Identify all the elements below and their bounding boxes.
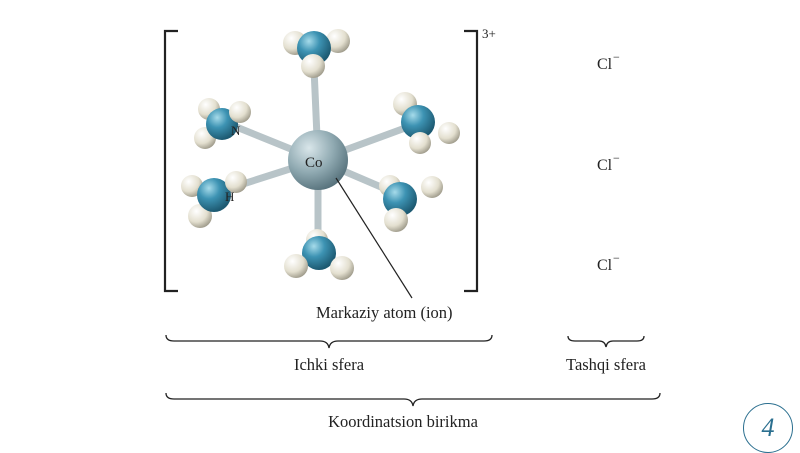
svg-text:Cl: Cl: [597, 157, 613, 174]
hydrogen-label: H: [225, 189, 234, 204]
central-atom-symbol: Co: [305, 155, 323, 171]
inner-sphere-label: Ichki sfera: [294, 355, 365, 374]
outer-sphere-label: Tashqi sfera: [566, 355, 647, 374]
nitrogen-label: N: [231, 123, 241, 138]
outer-ion-3: Cl −: [597, 251, 620, 274]
central-atom-pointer: [335, 177, 413, 299]
right-bracket: [464, 29, 479, 293]
coordination-compound-label: Koordinatsion birikma: [328, 412, 479, 431]
complex-charge: 3+: [482, 26, 496, 41]
central-atom-caption: Markaziy atom (ion): [316, 303, 453, 322]
outer-sphere-brace: [567, 335, 645, 348]
ammonia-ligand-upper-left: N: [194, 98, 251, 149]
outer-ion-2: Cl −: [597, 151, 620, 174]
inner-sphere-brace: [165, 334, 493, 349]
coordination-compound-brace: [165, 392, 661, 407]
svg-text:−: −: [613, 50, 620, 64]
svg-text:−: −: [613, 251, 620, 265]
ammonia-ligand-upper-right: [393, 92, 460, 154]
page-number-badge: 4: [743, 403, 793, 453]
ammonia-ligand-lower-left: H: [181, 171, 247, 228]
svg-text:Cl: Cl: [597, 56, 613, 73]
svg-text:−: −: [613, 151, 620, 165]
ammonia-ligand-bottom: [284, 229, 354, 280]
svg-text:Cl: Cl: [597, 257, 613, 274]
outer-ion-1: Cl −: [597, 50, 620, 73]
ammonia-ligand-lower-right: [379, 175, 443, 232]
ammonia-ligand-top: [283, 29, 350, 78]
left-bracket: [163, 29, 178, 293]
central-cobalt-atom: Co: [288, 130, 348, 190]
